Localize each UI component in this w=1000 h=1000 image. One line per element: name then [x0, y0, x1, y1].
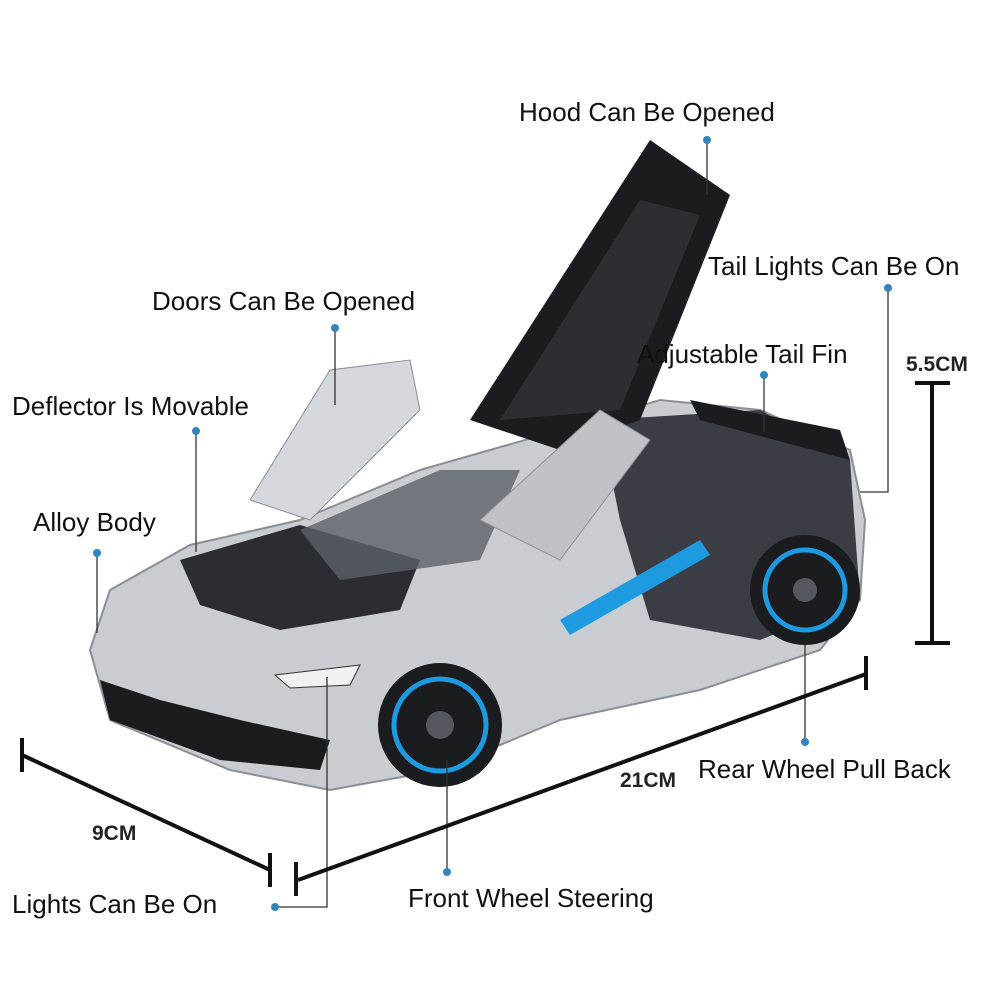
callout-doors: Doors Can Be Opened — [152, 286, 416, 316]
callout-front-wheel: Front Wheel Steering — [408, 883, 654, 913]
callout-rear-wheel: Rear Wheel Pull Back — [698, 754, 951, 784]
dimension-length: 21CM — [620, 769, 677, 792]
leader-lines — [96, 140, 889, 908]
callout-lights: Lights Can Be On — [12, 889, 218, 919]
callout-tail-fin: Adjustable Tail Fin — [637, 339, 848, 369]
callout-alloy-body: Alloy Body — [33, 507, 156, 537]
car-image — [88, 140, 867, 792]
dimension-width: 9CM — [92, 822, 137, 845]
callout-hood: Hood Can Be Opened — [519, 97, 775, 127]
callout-deflector: Deflector Is Movable — [12, 391, 249, 421]
callout-tail-lights: Tail Lights Can Be On — [708, 251, 960, 281]
dimension-height: 5.5CM — [906, 353, 968, 376]
dimension-lines — [20, 381, 950, 896]
leader-dots — [93, 136, 892, 911]
